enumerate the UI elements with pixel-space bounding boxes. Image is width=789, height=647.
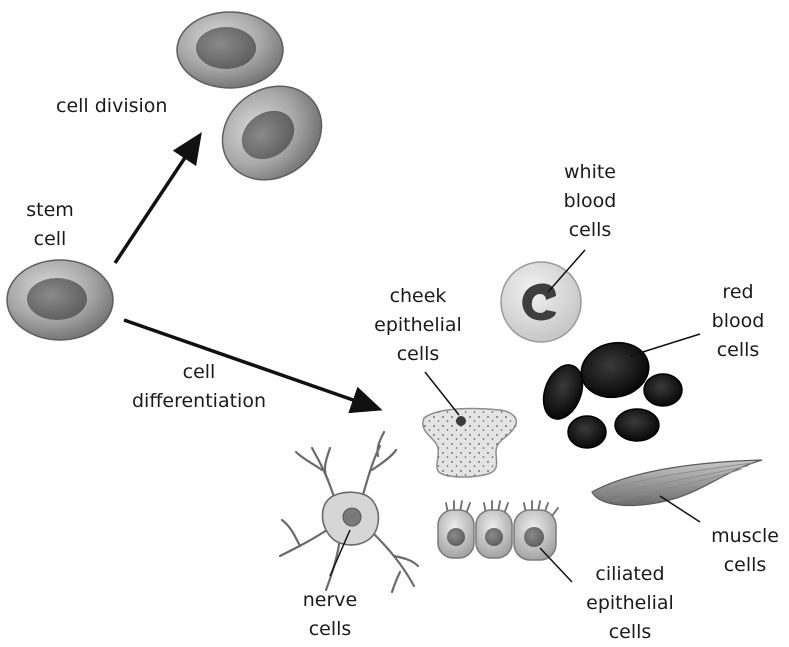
white-blood-cells-label: white blood cells [550,158,630,245]
stem-cell-image [7,260,113,340]
cell-division-label: cell division [56,92,167,121]
red-blood-cells-label: red blood cells [698,278,778,365]
ciliated-epithelial-cells-pointer [540,548,572,582]
cell-differentiation-label: cell differentiation [114,358,284,416]
red-blood-cells-pointer [630,334,700,356]
stem-cell-label: stem cell [20,196,80,254]
ciliated-epithelial-cells-image [438,501,558,560]
divided-cell-top [177,12,283,88]
cheek-epithelial-cells-pointer [425,372,459,415]
cell-division-arrow [115,138,198,263]
white-blood-cell-image [501,262,581,342]
ciliated-epithelial-cells-label: ciliated epithelial cells [570,560,690,647]
muscle-cells-pointer [660,496,700,522]
muscle-cells-label: muscle cells [702,522,788,580]
nerve-cells-label: nerve cells [285,586,375,644]
cheek-epithelial-cell-image [423,408,517,477]
red-blood-cells-image [537,337,682,448]
muscle-cell-image [592,460,762,506]
cheek-epithelial-cells-label: cheek epithelial cells [358,282,478,369]
